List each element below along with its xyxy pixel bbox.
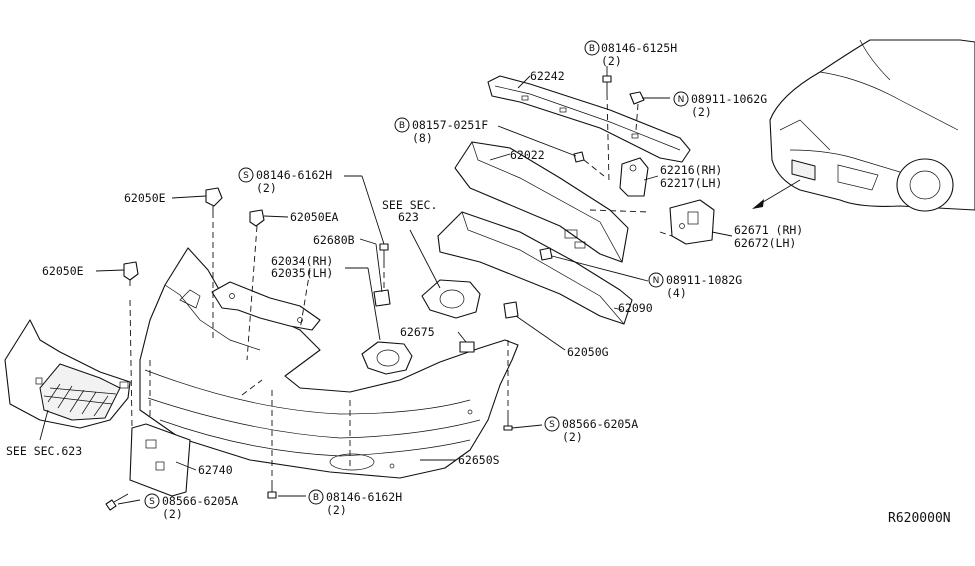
part-62675-clip	[459, 341, 475, 353]
fastener-f7: S 08566-6205A (2)	[144, 493, 238, 521]
label-62675: 62675	[400, 325, 435, 339]
assembly-lines	[129, 93, 673, 484]
bolt-08146-6125H	[602, 75, 612, 94]
fog-lamp-housing-left	[361, 341, 413, 375]
label-see-sec-top-num: 623	[398, 210, 419, 224]
leader-lines	[39, 66, 733, 505]
label-62216: 62216(RH)	[660, 163, 722, 177]
svg-text:N: N	[653, 276, 660, 286]
part-62090-absorber	[437, 211, 633, 325]
label-qty: (2)	[326, 503, 347, 517]
label-qty: (8)	[412, 131, 433, 145]
label-qty: (2)	[562, 430, 583, 444]
label-62740: 62740	[198, 463, 233, 477]
clip-62050E-lower	[123, 261, 139, 286]
badge-nut-icon	[648, 272, 664, 288]
label-qty: (2)	[691, 105, 712, 119]
label-see-sec-623-bottom: SEE SEC.623	[6, 444, 82, 458]
badge-screw-icon	[544, 416, 560, 432]
car-illustration	[752, 39, 975, 212]
badge-nut-icon	[673, 91, 689, 107]
fastener-f4: S 08146-6162H (2)	[238, 167, 332, 195]
label-62050E-top: 62050E	[124, 191, 166, 205]
label-08146-6162H: 08146-6162H	[256, 168, 332, 182]
nut-08911-1082G	[539, 247, 553, 261]
clip-62050EA	[249, 209, 265, 227]
part-62680B-bracket	[373, 289, 391, 307]
label-08911-1082G: 08911-1082G	[666, 273, 742, 287]
label-62035: 62035(LH)	[271, 266, 333, 280]
label-qty: (2)	[256, 181, 277, 195]
badge-bolt-icon	[308, 489, 324, 505]
bolt-08146-6162H-top	[379, 243, 389, 262]
part-62216-bracket	[619, 157, 649, 197]
label-08566-6205A-left: 08566-6205A	[162, 494, 238, 508]
clip-62050E-top	[205, 187, 223, 212]
label-62034: 62034(RH)	[271, 254, 333, 268]
label-62217: 62217(LH)	[660, 176, 722, 190]
label-62050EA: 62050EA	[290, 210, 339, 224]
label-62680B: 62680B	[313, 233, 355, 247]
label-62050G: 62050G	[567, 345, 609, 359]
fastener-f1: B 08146-6125H (2)	[584, 40, 677, 68]
label-qty: (4)	[666, 286, 687, 300]
svg-text:B: B	[589, 44, 595, 54]
label-62672: 62672(LH)	[734, 236, 796, 250]
label-62650S: 62650S	[458, 453, 500, 467]
part-62034-bracket	[211, 281, 321, 331]
label-qty: (2)	[162, 507, 183, 521]
label-62090: 62090	[618, 301, 653, 315]
label-qty: (2)	[601, 54, 622, 68]
label-62022: 62022	[510, 148, 545, 162]
badge-bolt-icon	[584, 40, 600, 56]
part-62242-bar	[487, 75, 691, 163]
bolt-08157-0251F	[573, 151, 585, 163]
label-see-sec-top: SEE SEC.	[382, 198, 437, 212]
label-08146-6125H: 08146-6125H	[601, 41, 677, 55]
badge-screw-icon	[238, 167, 254, 183]
screw-08566-6205A-left	[105, 493, 129, 511]
screw-08566-6205A-right	[503, 414, 513, 431]
svg-text:S: S	[149, 497, 155, 507]
fastener-f2: N 08911-1062G (2)	[673, 91, 767, 119]
svg-text:B: B	[399, 121, 405, 131]
fastener-f6: S 08566-6205A (2)	[544, 416, 638, 444]
part-62022-armature	[454, 141, 629, 263]
part-62050G-clip	[503, 301, 519, 319]
arrow-head	[752, 199, 764, 209]
svg-text:S: S	[243, 171, 249, 181]
label-08157-0251F: 08157-0251F	[412, 118, 488, 132]
fastener-f3: B 08157-0251F (8)	[394, 117, 488, 145]
badge-screw-icon	[144, 493, 160, 509]
svg-text:N: N	[678, 95, 685, 105]
label-08911-1062G: 08911-1062G	[691, 92, 767, 106]
labels: 62242 B 08146-6125H (2) N 08911-1062G (2…	[6, 40, 951, 526]
fastener-f8: B 08146-6162H (2)	[308, 489, 402, 517]
diagram-id: R620000N	[888, 511, 951, 526]
part-62740-plate-bracket	[129, 423, 191, 497]
label-08146-6162H-bottom: 08146-6162H	[326, 490, 402, 504]
label-62242: 62242	[530, 69, 565, 83]
nut-08911-1062G	[629, 91, 645, 105]
badge-bolt-icon	[394, 117, 410, 133]
fog-lamp-housing-right	[421, 279, 481, 319]
label-08566-6205A-right: 08566-6205A	[562, 417, 638, 431]
label-62671: 62671 (RH)	[734, 223, 803, 237]
part-62671-bracket	[669, 199, 715, 245]
label-62050E-lower: 62050E	[42, 264, 84, 278]
grille-see-sec-623	[4, 319, 131, 429]
svg-text:S: S	[549, 420, 555, 430]
svg-text:B: B	[313, 493, 319, 503]
fastener-f5: N 08911-1082G (4)	[648, 272, 742, 300]
bolt-08146-6162H-bottom	[267, 484, 277, 499]
